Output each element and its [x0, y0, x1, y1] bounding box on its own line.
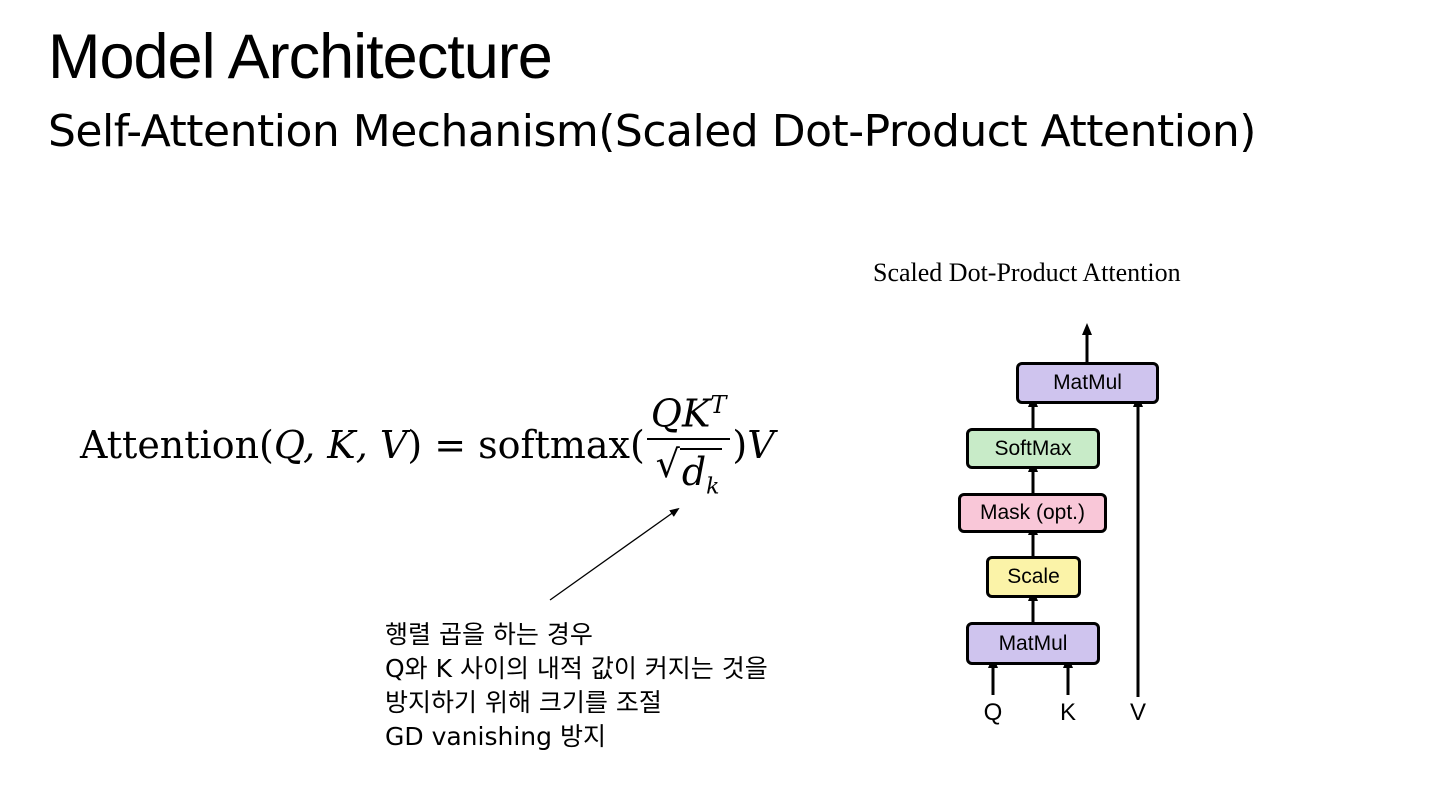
formula-rhs-var: V — [747, 423, 775, 467]
slide-title: Model Architecture — [48, 22, 553, 92]
note-line: GD vanishing 방지 — [385, 722, 606, 751]
formula-rhs-close: ) — [732, 423, 748, 467]
formula-fraction: QKT √ dk — [646, 390, 731, 500]
note-line: Q와 K 사이의 내적 값이 커지는 것을 — [385, 654, 768, 683]
formula-denominator-sub: k — [706, 474, 720, 500]
formula-numerator: QKT — [646, 390, 731, 440]
formula-args: Q, K, V — [273, 423, 408, 467]
matmul-top-box: MatMul — [1016, 362, 1159, 404]
input-k-label: K — [1059, 699, 1076, 726]
diagram-title: Scaled Dot-Product Attention — [873, 258, 1181, 287]
scale-box: Scale — [986, 556, 1081, 598]
note-line: 방지하기 위해 크기를 조절 — [385, 688, 662, 717]
formula-lhs: Attention( — [80, 423, 274, 467]
formula-close-paren: ) — [407, 423, 423, 467]
slide-subtitle: Self-Attention Mechanism(Scaled Dot-Prod… — [48, 106, 1256, 157]
note-line: 행렬 곱을 하는 경우 — [385, 620, 593, 649]
formula-numerator-sup: T — [710, 390, 727, 419]
mask-box: Mask (opt.) — [958, 493, 1107, 533]
sqrt-symbol: √ — [655, 441, 680, 486]
attention-formula: Attention( Q, K, V ) = softmax( QKT √ dk… — [80, 390, 775, 500]
softmax-box: SoftMax — [966, 428, 1100, 469]
matmul-bottom-box: MatMul — [966, 622, 1100, 665]
input-q-label: Q — [983, 699, 1003, 726]
annotation-note: 행렬 곱을 하는 경우 Q와 K 사이의 내적 값이 커지는 것을 방지하기 위… — [385, 618, 768, 754]
formula-denominator: √ dk — [655, 441, 722, 500]
input-v-label: V — [1129, 699, 1146, 726]
formula-equals-softmax: = softmax( — [422, 423, 645, 467]
